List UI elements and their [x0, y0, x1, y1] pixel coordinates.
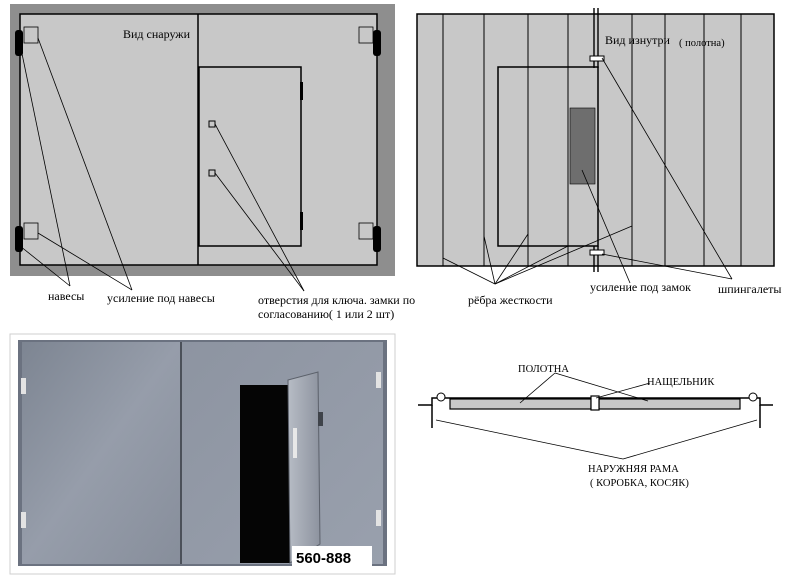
gate-hinge-icon [15, 226, 23, 252]
key-hole-icon [208, 169, 216, 177]
section-view: ПОЛОТНА НАЩЕЛЬНИК НАРУЖНЯЯ РАМА ( КОРОБК… [418, 364, 773, 489]
label-ribs: рёбра жесткости [468, 293, 553, 307]
photo-hinge-icon [376, 510, 381, 526]
section-cover-strip [590, 395, 600, 411]
label-cover-strip: НАЩЕЛЬНИК [647, 377, 715, 388]
photo-badge-text: 560-888 [296, 550, 351, 567]
wicket-hinge-icon [300, 212, 303, 230]
label-frame-line2: ( КОРОБКА, КОСЯК) [590, 478, 689, 489]
wicket-hinge-icon [300, 82, 303, 100]
photo-hinge-icon [376, 372, 381, 388]
key-hole-icon [208, 120, 216, 128]
bolt-icon [589, 55, 605, 62]
section-leader-lines [435, 372, 758, 460]
label-hinges: навесы [48, 289, 84, 303]
inside-leader-lines [442, 57, 733, 285]
photo-wicket-leaf [287, 371, 321, 564]
inside-view-subtitle: ( полотна) [679, 38, 725, 49]
label-bolts: шпингалеты [718, 282, 781, 296]
lock-reinforcement-plate [569, 107, 596, 185]
section-frame-left [418, 397, 450, 406]
photo-hinge-icon [21, 512, 26, 528]
inside-view: Вид изнутри ( полотна) рёбра жесткости у… [416, 8, 781, 307]
photo-hinge-icon [21, 378, 26, 394]
bolt-icon [589, 249, 605, 256]
photo-left-leaf [22, 342, 180, 564]
outside-view: Вид снаружи навесы усиление под навесы о… [10, 4, 415, 321]
label-frame-line1: НАРУЖНЯЯ РАМА [588, 464, 679, 475]
gate-photo: 560-888 [9, 333, 396, 575]
outside-leader-lines [19, 37, 305, 292]
label-key-holes-line1: отверстия для ключа. замки по [258, 293, 415, 307]
section-hinge-icon [436, 392, 446, 402]
hinge-reinforcement-plate [23, 26, 39, 44]
photo-wicket-opening [240, 385, 290, 563]
label-key-holes-line2: согласованию( 1 или 2 шт) [258, 307, 394, 321]
photo-door-handle-icon [293, 428, 297, 458]
gate-hinge-icon [373, 30, 381, 56]
label-hinge-reinforcement: усиление под навесы [107, 291, 215, 305]
section-hinge-icon [748, 392, 758, 402]
inside-view-title: Вид изнутри [605, 33, 671, 47]
outside-wicket-door [198, 66, 302, 247]
section-leaf-left [449, 398, 592, 410]
section-leaf-right [598, 398, 741, 410]
photo-badge [292, 546, 372, 568]
hinge-reinforcement-plate [23, 222, 39, 240]
outside-view-title: Вид снаружи [123, 27, 191, 41]
label-leaves: ПОЛОТНА [518, 364, 569, 375]
section-frame-right [742, 397, 773, 406]
gate-hinge-icon [373, 226, 381, 252]
label-lock-reinforcement: усиление под замок [590, 280, 691, 294]
